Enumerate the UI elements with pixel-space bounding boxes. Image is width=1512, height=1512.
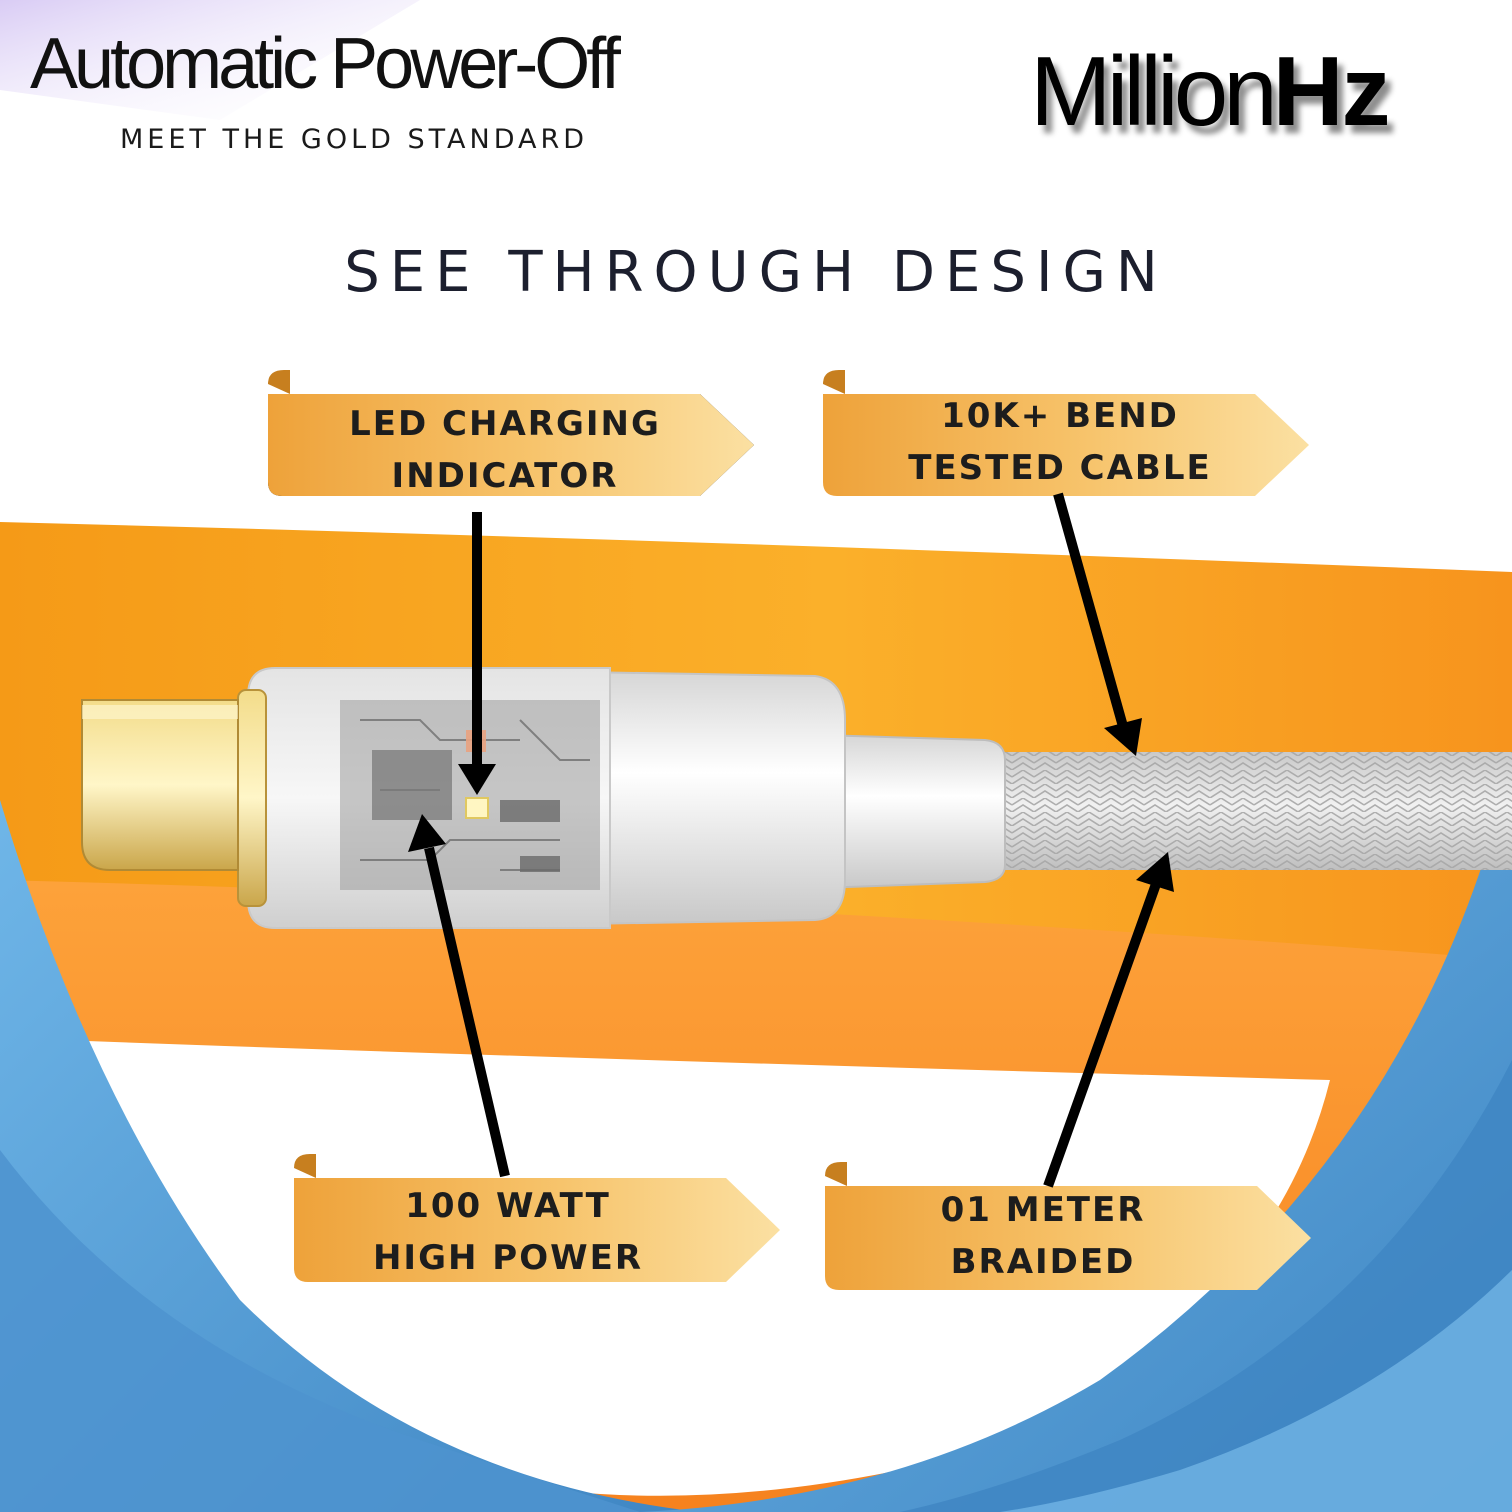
callout-length: 01 METER BRAIDED	[825, 1184, 1261, 1288]
callout-led-line1: LED CHARGING	[349, 404, 661, 444]
corner-tint	[0, 0, 420, 120]
usb-c-plug	[81, 699, 239, 871]
callout-power: 100 WATT HIGH POWER	[294, 1180, 722, 1284]
arrow-bend	[1053, 492, 1129, 732]
pointer-arrows	[408, 492, 1174, 1188]
led-light	[465, 797, 489, 819]
ribbon-led	[268, 370, 754, 496]
strain-relief	[819, 733, 1006, 890]
callout-length-line2: BRAIDED	[950, 1242, 1136, 1282]
callout-bend-line2: TESTED CABLE	[908, 448, 1212, 488]
callout-led: LED CHARGING INDICATOR	[268, 398, 742, 502]
plug-highlight	[82, 705, 238, 719]
usb-c-cable-illustration	[81, 667, 1512, 929]
ribbon-power	[294, 1154, 780, 1282]
brand-logo: MillionHz	[1030, 42, 1391, 140]
blue-wave-right-light	[1000, 1270, 1512, 1512]
chip	[372, 750, 452, 820]
blue-wave-right	[640, 760, 1512, 1512]
chip-tiny	[520, 856, 560, 872]
chip-small	[500, 800, 560, 822]
section-title: SEE THROUGH DESIGN	[344, 240, 1168, 305]
arrow-power	[424, 846, 510, 1178]
gold-collar	[237, 689, 267, 907]
tagline: MEET THE GOLD STANDARD	[120, 124, 589, 155]
callout-power-line2: HIGH POWER	[372, 1238, 644, 1278]
brand-logo-part2: Hz	[1272, 36, 1391, 146]
ribbon-length	[825, 1162, 1311, 1290]
headline: Automatic Power-Off	[30, 24, 621, 104]
callout-bend-line1: 10K+ BEND	[941, 396, 1179, 436]
callout-power-line1: 100 WATT	[405, 1186, 611, 1226]
connector-sleeve	[579, 670, 846, 926]
braid-texture	[995, 752, 1512, 870]
brand-logo-part1: Million	[1030, 36, 1278, 146]
ribbon-bend	[823, 370, 1309, 496]
callout-led-line2: INDICATOR	[391, 456, 619, 496]
arrow-length	[1043, 882, 1161, 1188]
callout-length-line1: 01 METER	[940, 1190, 1146, 1230]
blue-wave-left-inner	[0, 1150, 640, 1512]
callout-bend: 10K+ BEND TESTED CABLE	[823, 390, 1297, 494]
